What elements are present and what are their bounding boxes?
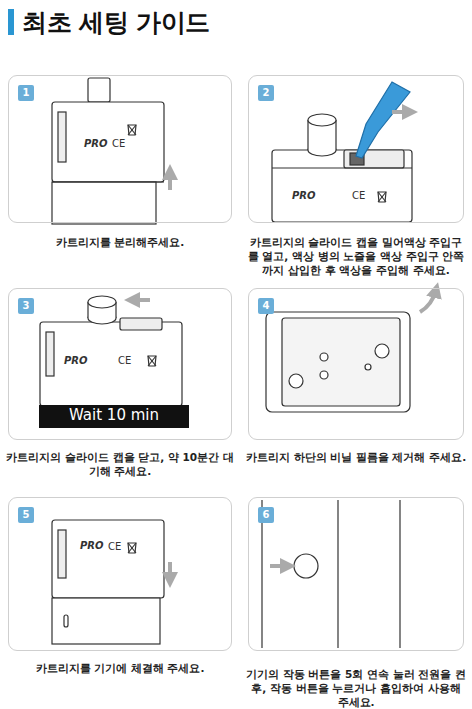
ce-mark: CE [352,190,365,201]
step-number: 4 [258,298,274,314]
step-panel: 6기기의 작동 버튼을 5회 연속 눌러 전원을 켠 후, 작동 버튼을 누르거… [248,497,464,651]
page-title: 최초 세팅 가이드 [22,6,210,39]
brand-logo: PRO [84,138,108,149]
step-caption: 카트리지 하단의 비닐 필름을 제거해 주세요. [245,451,467,465]
step-number: 6 [258,507,274,523]
title-bar [8,9,14,35]
step-caption: 카트리지를 분리해주세요. [5,236,235,250]
step-caption: 카트리지를 기기에 체결해 주세요. [5,662,235,676]
step-caption: 카트리지의 슬라이드 캡을 닫고, 약 10분간 대기해 주세요. [5,451,235,479]
step-caption: 카트리지의 슬라이드 캡을 밀어액상 주입구를 열고, 액상 병의 노즐을 액상… [245,236,467,278]
wait-banner: Wait 10 min [39,405,189,428]
ce-mark: CE [118,355,131,366]
step-caption: 기기의 작동 버튼을 5회 연속 눌러 전원을 켠 후, 작동 버튼을 누르거나… [245,668,467,709]
brand-logo: PRO [64,355,88,366]
step-panel: 1카트리지를 분리해주세요. [8,75,232,223]
ce-mark: CE [112,138,125,149]
motion-arrows [132,112,436,580]
step-number: 3 [18,298,34,314]
device-drawings [40,78,412,648]
brand-logo: PRO [292,190,316,201]
step-panel: 4카트리지 하단의 비닐 필름을 제거해 주세요. [248,288,464,440]
step-number: 5 [18,507,34,523]
step-panel: 5카트리지를 기기에 체결해 주세요. [8,497,232,651]
step-number: 2 [258,85,274,101]
brand-logo: PRO [80,540,104,551]
ce-mark: CE [108,541,121,552]
step-number: 1 [18,85,34,101]
wait-text: Wait 10 min [49,406,179,425]
